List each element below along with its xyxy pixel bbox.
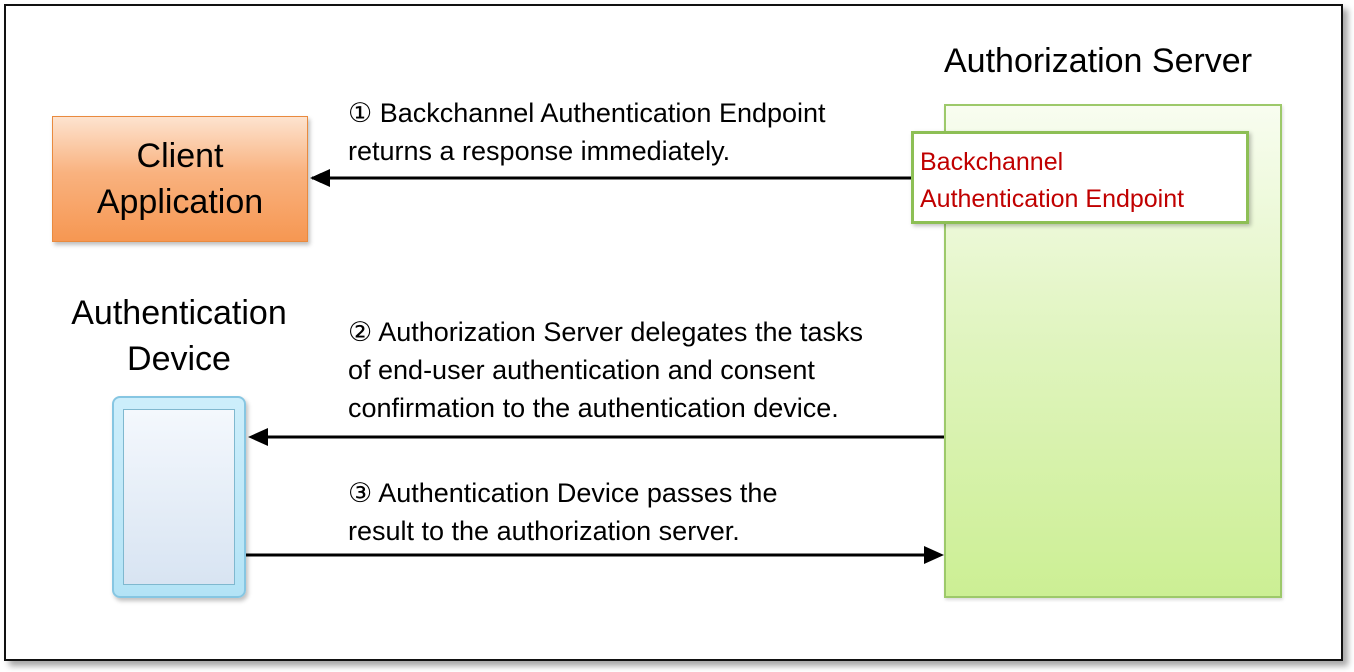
step-2-line2: of end-user authentication and consent <box>348 355 815 385</box>
authentication-device-icon <box>112 396 246 598</box>
client-label-line2: Application <box>96 183 264 221</box>
step-3-note: ③ Authentication Device passes the resul… <box>348 474 777 550</box>
step-2-line3: confirmation to the authentication devic… <box>348 393 839 423</box>
client-application-box: Client Application <box>52 116 308 242</box>
client-label-line1: Client <box>136 137 224 175</box>
authentication-device-title: Authentication Device <box>0 290 358 382</box>
device-title-line2: Device <box>127 340 231 378</box>
step-2-line1: ② Authorization Server delegates the tas… <box>348 317 863 347</box>
arrow-head-device <box>248 428 268 446</box>
authorization-server-title: Authorization Server <box>944 42 1253 80</box>
step-1-line1: ① Backchannel Authentication Endpoint <box>348 98 826 128</box>
step-3-line2: result to the authorization server. <box>348 516 740 546</box>
step-2-note: ② Authorization Server delegates the tas… <box>348 313 863 427</box>
step-3-line1: ③ Authentication Device passes the <box>348 478 778 508</box>
device-title-line1: Authentication <box>71 294 287 332</box>
backchannel-endpoint-box: Backchannel Authentication Endpoint <box>911 131 1249 224</box>
step-1-note: ① Backchannel Authentication Endpoint re… <box>348 94 826 170</box>
step-1-line2: returns a response immediately. <box>348 136 731 166</box>
device-screen <box>123 409 235 585</box>
arrow-head-server <box>924 546 944 564</box>
endpoint-label-line2: Authentication Endpoint <box>920 185 1185 213</box>
endpoint-label-line1: Backchannel <box>920 148 1064 176</box>
arrow-head-client <box>310 169 330 187</box>
